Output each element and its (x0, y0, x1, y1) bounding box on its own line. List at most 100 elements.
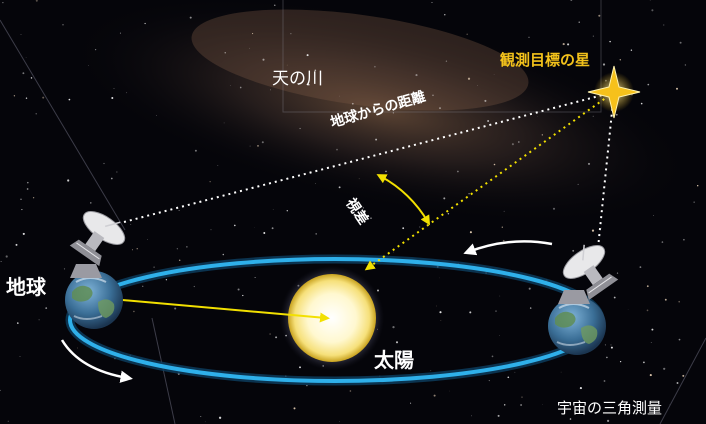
background-star (646, 285, 649, 288)
background-star (487, 120, 489, 122)
earth-sun-distance-arrow (96, 293, 330, 323)
background-star (630, 49, 633, 51)
background-star (469, 231, 472, 234)
background-star (613, 296, 616, 299)
background-star (521, 396, 523, 398)
background-star (314, 69, 317, 72)
background-star (610, 344, 612, 346)
background-star (370, 217, 372, 219)
orbit-direction-arrow-right (463, 240, 553, 256)
background-star (449, 390, 450, 392)
background-star (20, 34, 22, 36)
background-star (189, 16, 192, 19)
background-star (650, 341, 652, 343)
background-star (237, 288, 240, 291)
background-star (619, 360, 622, 363)
background-star (136, 248, 138, 250)
milky-way-frame (282, 0, 602, 113)
background-star (88, 65, 89, 66)
background-star (299, 127, 301, 130)
background-star (511, 143, 514, 146)
background-star (308, 83, 310, 86)
background-star (234, 224, 236, 227)
background-star (339, 95, 340, 97)
background-star (249, 47, 250, 49)
background-star (542, 404, 543, 405)
background-star (602, 63, 606, 66)
background-star (507, 376, 510, 379)
background-star (176, 248, 178, 250)
background-star (217, 165, 219, 166)
background-star (23, 281, 25, 283)
background-star (633, 400, 635, 402)
background-star (156, 115, 157, 116)
background-star (21, 209, 23, 211)
background-star (560, 371, 562, 373)
background-star (338, 421, 340, 422)
background-star (274, 4, 276, 6)
background-star (358, 178, 360, 180)
background-star (604, 344, 606, 346)
background-star (651, 9, 654, 12)
background-star (436, 305, 437, 307)
background-star (664, 298, 667, 301)
background-star (679, 41, 682, 44)
background-star (126, 92, 128, 94)
background-star (683, 238, 685, 241)
background-star (520, 404, 523, 406)
background-star (209, 181, 211, 183)
background-star (178, 259, 181, 262)
background-star (186, 246, 188, 248)
background-star (249, 145, 251, 147)
background-star (484, 99, 487, 102)
background-star (375, 138, 378, 141)
distance-line-left (123, 91, 615, 223)
background-star (110, 177, 113, 180)
background-star (493, 163, 496, 166)
background-star (153, 266, 155, 268)
background-star (30, 77, 33, 79)
background-star (647, 83, 650, 86)
background-star (193, 285, 195, 288)
background-star (210, 229, 212, 231)
background-star (578, 21, 580, 23)
background-star (609, 40, 611, 43)
background-star (411, 101, 413, 104)
orbit-direction-arrow-left (60, 339, 133, 383)
background-star (272, 209, 274, 210)
background-star (447, 212, 450, 215)
background-star (639, 266, 642, 268)
background-star (395, 341, 399, 344)
background-star (119, 32, 121, 34)
target-star-label: 観測目標の星 (500, 51, 591, 69)
sun-circle (288, 274, 376, 362)
background-star (457, 170, 459, 173)
background-star (676, 382, 679, 384)
background-star (503, 210, 505, 212)
background-star (130, 224, 132, 226)
background-star (374, 65, 376, 68)
background-star (410, 402, 412, 404)
background-star (336, 148, 338, 151)
background-star (35, 0, 38, 2)
background-star (468, 193, 470, 195)
background-star (254, 277, 256, 278)
satellite-dish-tower-left (70, 264, 102, 278)
background-star (579, 387, 582, 390)
background-star (606, 419, 610, 423)
background-star (676, 87, 678, 90)
milky-way-label: 天の川 (272, 69, 323, 89)
background-star (443, 197, 446, 200)
background-star (223, 122, 225, 124)
background-star (663, 367, 666, 370)
background-star (606, 356, 608, 359)
background-star (678, 338, 681, 341)
background-star (415, 74, 418, 77)
background-star (15, 243, 18, 246)
background-star (393, 251, 395, 253)
background-star (377, 289, 379, 292)
background-star (503, 404, 506, 406)
background-star (147, 239, 148, 240)
background-star (616, 272, 619, 274)
